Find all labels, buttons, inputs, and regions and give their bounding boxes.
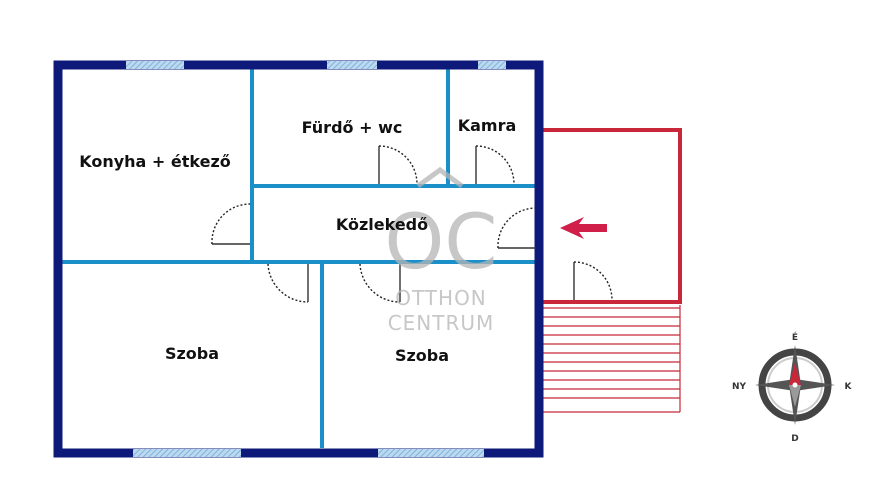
door-terrace bbox=[573, 261, 613, 301]
terrace-outline bbox=[540, 128, 682, 304]
room-label-kamra: Kamra bbox=[458, 116, 517, 135]
watermark-line2: CENTRUM bbox=[388, 311, 495, 335]
compass-icon: É D K NY bbox=[732, 331, 853, 444]
door-entry bbox=[497, 207, 537, 249]
door-szoba-left bbox=[267, 263, 309, 303]
watermark-roof-icon bbox=[416, 166, 464, 189]
stairs bbox=[542, 305, 681, 413]
door-kamra bbox=[475, 145, 515, 185]
door-furdo bbox=[378, 145, 418, 185]
door-szoba-right bbox=[359, 263, 401, 303]
compass-south: D bbox=[791, 434, 798, 444]
room-label-szoba-right: Szoba bbox=[395, 346, 449, 365]
window-top-3 bbox=[478, 61, 506, 69]
window-top-1 bbox=[126, 61, 184, 69]
inner-walls bbox=[62, 66, 540, 448]
watermark-line1: OTTHON bbox=[395, 286, 487, 310]
windows bbox=[126, 61, 506, 457]
compass-north: É bbox=[792, 331, 798, 343]
room-label-furdo: Fürdő + wc bbox=[302, 118, 403, 137]
room-label-konyha: Konyha + étkező bbox=[79, 152, 231, 171]
window-bottom-2 bbox=[378, 449, 484, 457]
watermark: OC OTTHON CENTRUM bbox=[385, 166, 498, 335]
window-bottom-1 bbox=[133, 449, 241, 457]
watermark-logo: OC bbox=[385, 197, 498, 286]
compass-east: K bbox=[845, 382, 853, 392]
entry-arrow-icon bbox=[560, 217, 607, 239]
outer-walls bbox=[53, 60, 544, 458]
compass-west: NY bbox=[732, 382, 747, 392]
window-top-2 bbox=[327, 61, 377, 69]
room-label-szoba-left: Szoba bbox=[165, 344, 219, 363]
terrace bbox=[540, 128, 682, 304]
room-label-kozlekedo: Közlekedő bbox=[336, 215, 428, 234]
door-konyha bbox=[211, 203, 251, 245]
doors bbox=[211, 145, 613, 303]
